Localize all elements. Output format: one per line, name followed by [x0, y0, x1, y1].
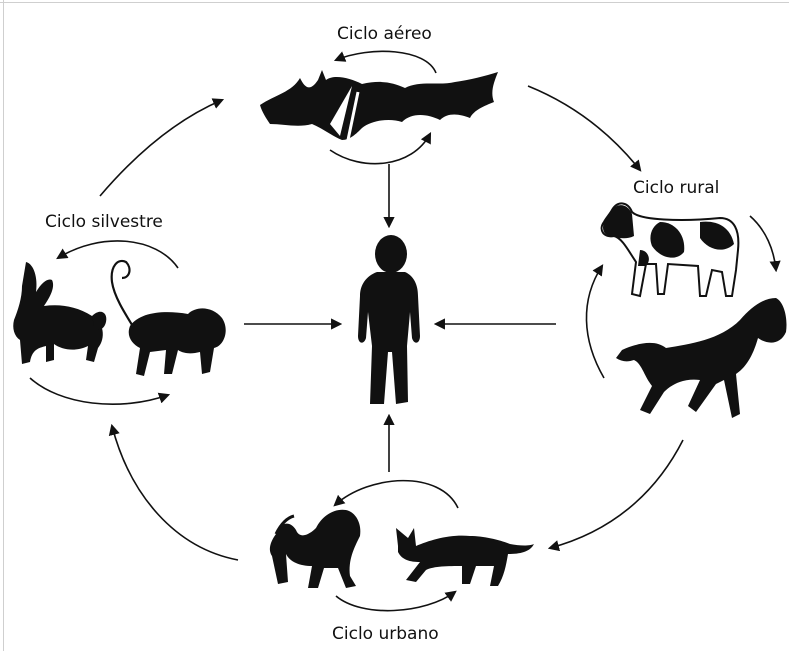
loop-rural-left [586, 266, 604, 378]
arrow-urban-to-sylvatic [112, 426, 238, 560]
cow-icon [602, 203, 739, 296]
arrow-sylvatic-to-aerial [100, 100, 222, 196]
loop-sylvatic-bottom [30, 378, 168, 404]
rabbit-icon [13, 262, 106, 364]
loop-aerial-top [336, 51, 436, 73]
loop-urban-top [335, 481, 458, 508]
arrow-aerial-to-rural [528, 86, 640, 170]
dog-icon [270, 510, 360, 588]
arrow-rural-to-urban [550, 440, 683, 548]
cat-icon [396, 528, 534, 586]
human-icon [358, 235, 420, 404]
bat-icon [260, 70, 498, 140]
monkey-icon [112, 261, 226, 376]
loop-rural-right [750, 216, 776, 270]
horse-icon [616, 298, 787, 418]
loop-sylvatic-top [58, 241, 178, 268]
loop-urban-bottom [336, 592, 455, 611]
